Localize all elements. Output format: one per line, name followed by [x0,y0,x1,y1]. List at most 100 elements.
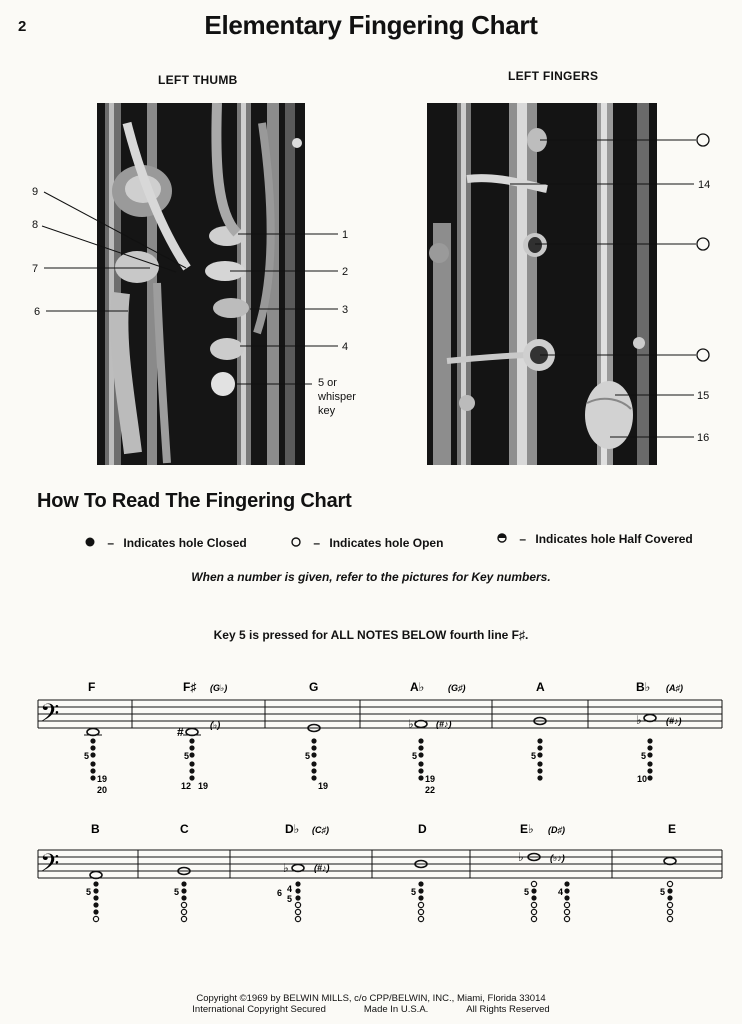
note-alt-d-sharp: (D♯) [548,825,565,835]
legend-half: – Indicates hole Half Covered [496,532,693,546]
note-c: 5 [174,866,191,923]
note-name-g: G [309,680,318,694]
key-number-note: When a number is given, refer to the pic… [191,570,551,584]
legend-closed-text: Indicates hole Closed [123,536,247,550]
svg-text:5: 5 [412,751,417,761]
svg-text:♭: ♭ [408,717,414,731]
svg-text:5: 5 [641,751,646,761]
svg-text:5: 5 [86,887,91,897]
staff-row-2 [37,849,723,879]
callout-5-line2: whisper [317,391,356,403]
open-hole-icon [291,537,301,547]
note-e-flat: ♭ (♭♪) 5 4 [518,850,571,923]
svg-text:4: 4 [287,884,292,894]
svg-text:19: 19 [97,774,107,784]
callout-14: 14 [698,179,710,191]
callout-9: 9 [32,186,38,198]
copyright-line1: Copyright ©1969 by BELWIN MILLS, c/o CPP… [196,993,546,1004]
callout-7: 7 [32,263,38,275]
legend-half-text: Indicates hole Half Covered [535,532,693,546]
callout-1: 1 [342,229,348,241]
callout-2: 2 [342,266,348,278]
svg-text:(#♪): (#♪) [436,719,452,729]
note-g: 5 19 [305,723,328,791]
note-name-a: A [536,680,545,694]
made-in-usa: Made In U.S.A. [363,1004,429,1015]
note-name-f-sharp: F♯ [183,680,196,694]
svg-text:4: 4 [558,887,563,897]
svg-text:♭: ♭ [636,713,642,727]
note-name-b-flat: B♭ [636,680,650,694]
svg-text:5: 5 [184,751,189,761]
staff-row-1 [37,699,723,729]
legend-closed: – Indicates hole Closed [84,536,247,550]
svg-text:(♭): (♭) [210,720,220,730]
callout-8: 8 [32,219,38,231]
svg-text:5: 5 [287,894,292,904]
svg-text:(#♪): (#♪) [314,863,330,873]
svg-text:(♭♪): (♭♪) [550,853,565,863]
legend-open-text: Indicates hole Open [329,536,444,550]
svg-text:5: 5 [411,887,416,897]
svg-text:#: # [177,725,184,739]
left-fingers-caption: LEFT FINGERS [508,69,599,83]
callout-5-line1: 5 or [318,377,337,389]
callout-4: 4 [342,341,348,353]
svg-text:5: 5 [305,751,310,761]
svg-text:♭: ♭ [283,861,289,875]
note-f-sharp: # (♭) 5 12 19 [177,720,220,791]
svg-text:20: 20 [97,785,107,795]
note-b-flat: ♭ (#♪) 5 10 [636,713,682,784]
svg-text:5: 5 [531,751,536,761]
closed-hole-icon [85,537,95,547]
note-name-e: E [668,822,676,836]
svg-text:12: 12 [181,781,191,791]
bass-clef-icon: 𝄢 [40,700,59,733]
note-name-a-flat: A♭ [410,680,424,694]
note-e: 5 [660,856,677,923]
copyright-notice: Copyright ©1969 by BELWIN MILLS, c/o CPP… [0,993,742,1015]
note-a-flat: ♭ (#♪) 5 19 22 [408,717,452,795]
all-rights-reserved: All Rights Reserved [466,1004,550,1015]
note-name-b: B [91,822,100,836]
note-name-e-flat: E♭ [520,822,534,836]
callout-3: 3 [342,304,348,316]
svg-text:10: 10 [637,774,647,784]
page-number: 2 [18,18,27,35]
note-name-c: C [180,822,189,836]
note-b: 5 [86,870,103,923]
note-name-d-flat: D♭ [285,822,299,836]
note-d-flat: ♭ (#♪) 6 4 5 [277,861,330,923]
note-a: 5 [531,716,547,781]
note-name-f: F [88,680,95,694]
page-title: Elementary Fingering Chart [204,10,538,40]
key5-note: Key 5 is pressed for ALL NOTES BELOW fou… [213,628,529,642]
note-name-d: D [418,822,427,836]
svg-text:19: 19 [425,774,435,784]
key-callouts: 9 8 7 6 1 2 3 4 5 or whisper key 14 15 1… [32,133,710,444]
svg-text:5: 5 [84,751,89,761]
svg-text:5: 5 [174,887,179,897]
legend-open: – Indicates hole Open [290,536,443,550]
note-alt-g-sharp: (G♯) [448,683,466,693]
bass-clef-icon: 𝄢 [40,850,59,883]
left-thumb-caption: LEFT THUMB [158,73,238,87]
left-fingers-photo [427,103,657,465]
fingering-row-2: 𝄢 B 5 C 5 D♭ (C♯) ♭ (#♪) 6 4 5 D 5 E♭ (D… [37,822,723,923]
svg-text:(#♪): (#♪) [666,716,682,726]
svg-text:22: 22 [425,785,435,795]
svg-text:6: 6 [277,888,282,898]
note-d: 5 [411,859,428,923]
svg-text:19: 19 [318,781,328,791]
fingering-row-1: 𝄢 F 5 19 20 F♯ (G♭) # (♭) 5 12 19 G 5 19… [37,680,723,795]
how-to-heading: How To Read The Fingering Chart [37,490,352,512]
svg-text:19: 19 [198,781,208,791]
svg-text:5: 5 [660,887,665,897]
copyright-secured: International Copyright Secured [192,1004,326,1015]
note-alt-c-sharp: (C♯) [312,825,329,835]
note-f: 5 19 20 [84,727,107,795]
svg-text:♭: ♭ [518,850,524,864]
callout-5-line3: key [318,405,336,417]
callout-16: 16 [697,432,709,444]
note-alt-g-flat: (G♭) [210,683,227,693]
